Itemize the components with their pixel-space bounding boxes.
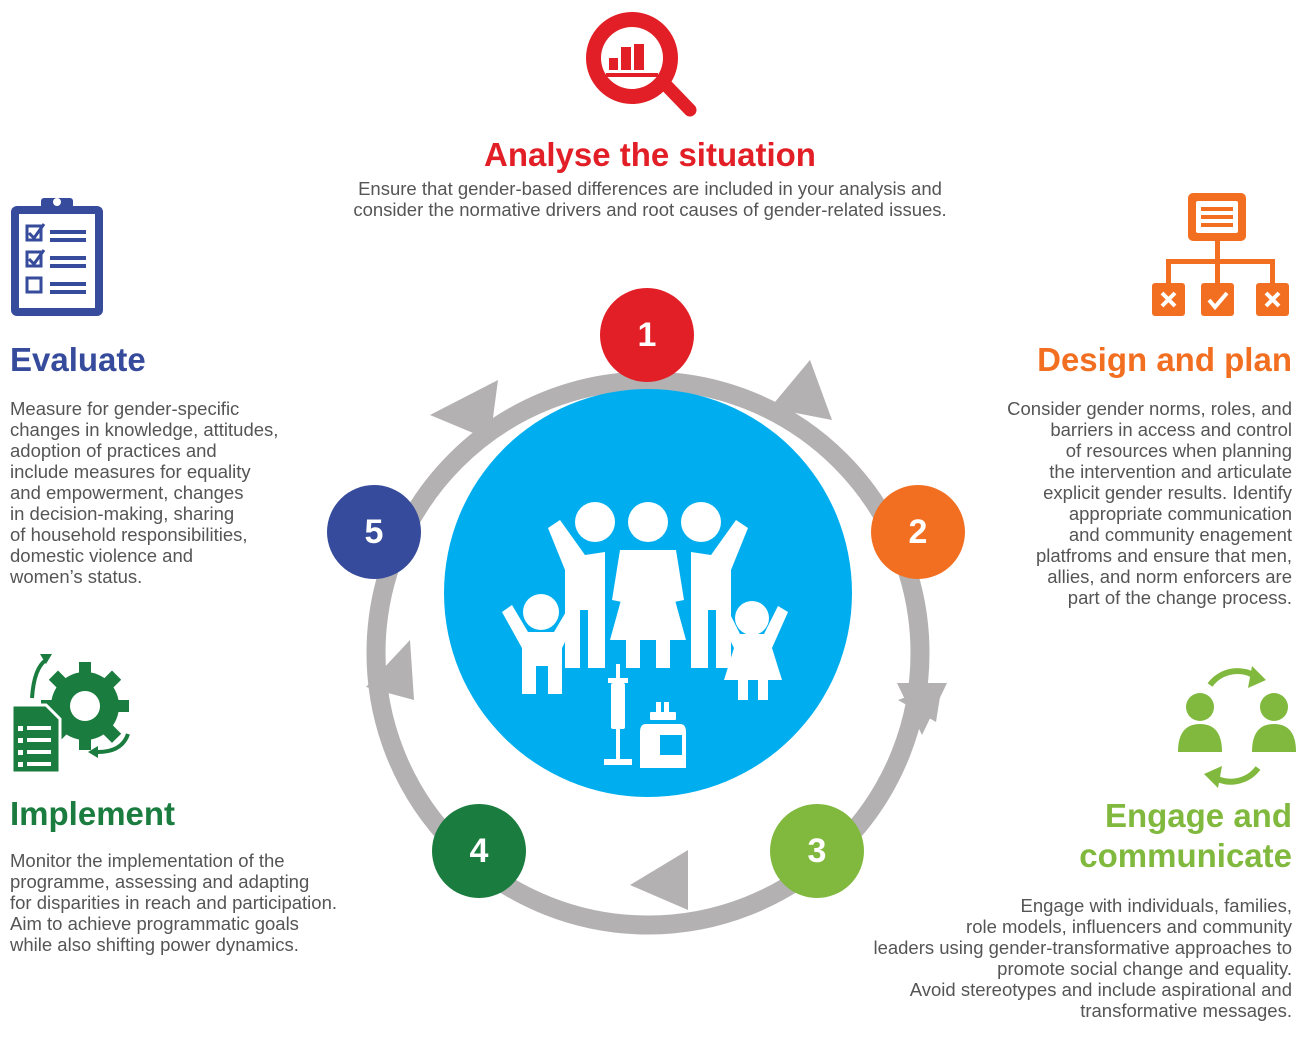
cycle-arrowhead <box>366 640 414 700</box>
description-line: the intervention and articulate <box>1049 461 1292 482</box>
description-line: barriers in access and control <box>1050 419 1292 440</box>
step-number-4: 4 <box>470 832 489 870</box>
step-number-1: 1 <box>638 316 657 354</box>
step-3-block: Engage and communicate Engage with indiv… <box>772 796 1292 1021</box>
step-node-4[interactable]: 4 <box>432 804 526 898</box>
description-line: part of the change process. <box>1067 587 1292 608</box>
description-line: for disparities in reach and participati… <box>10 892 338 913</box>
description-line: allies, and norm enforcers are <box>1047 566 1292 587</box>
description-line: while also shifting power dynamics. <box>10 934 299 955</box>
step-title-2: Design and plan <box>1037 341 1292 378</box>
description-line: Engage with individuals, families, <box>1020 895 1292 916</box>
cycle-arrowhead <box>897 683 947 735</box>
description-line: programme, assessing and adapting <box>10 871 310 892</box>
step-number-3: 3 <box>808 832 827 870</box>
description-line: consider the normative drivers and root … <box>353 199 947 220</box>
description-line: domestic violence and <box>10 545 194 566</box>
description-line: of household responsibilities, <box>10 524 248 545</box>
description-line: and empowerment, changes <box>10 482 244 503</box>
step-description-3: Engage with individuals, families, role … <box>772 895 1292 1021</box>
cycle-arrowhead <box>630 850 688 910</box>
step-5-block: Evaluate Measure for gender-specific cha… <box>10 341 330 587</box>
description-line: changes in knowledge, attitudes, <box>10 419 279 440</box>
description-line: appropriate communication <box>1068 503 1292 524</box>
step-number-2: 2 <box>909 513 928 551</box>
description-line: adoption of practices and <box>10 440 217 461</box>
description-line: explicit gender results. Identify <box>1043 482 1292 503</box>
title-line: Engage and <box>1104 797 1292 834</box>
step-title-1: Analyse the situation <box>484 136 816 173</box>
step-node-3[interactable]: 3 <box>770 804 864 898</box>
step-node-5[interactable]: 5 <box>327 485 421 579</box>
step-title-3: Engage and communicate <box>772 796 1292 876</box>
description-line: leaders using gender-transformative appr… <box>873 937 1292 958</box>
step-2-block: Design and plan Consider gender norms, r… <box>872 341 1292 608</box>
description-line: women’s status. <box>10 566 143 587</box>
description-line: include measures for equality <box>10 461 251 482</box>
step-description-1: Ensure that gender-based differences are… <box>300 178 1000 220</box>
description-line: role models, influencers and community <box>966 916 1292 937</box>
description-line: Monitor the implementation of the <box>10 850 285 871</box>
description-line: in decision-making, sharing <box>10 503 235 524</box>
step-4-block: Implement Monitor the implementation of … <box>10 795 410 955</box>
description-line: and community enagement <box>1068 524 1292 545</box>
cycle-arrowhead <box>430 380 498 440</box>
description-line: transformative messages. <box>1080 1000 1292 1021</box>
step-description-4: Monitor the implementation of the progra… <box>10 850 410 955</box>
description-line: promote social change and equality. <box>997 958 1292 979</box>
people-exchange-icon <box>1178 666 1296 788</box>
family-vaccine-icon <box>502 502 788 768</box>
description-line: Avoid stereotypes and include aspiration… <box>909 979 1292 1000</box>
description-line: of resources when planning <box>1065 440 1292 461</box>
step-number-5: 5 <box>365 513 384 551</box>
step-title-4: Implement <box>10 795 176 832</box>
title-line: communicate <box>1079 837 1292 874</box>
description-line: platfroms and ensure that men, <box>1035 545 1292 566</box>
step-node-1[interactable]: 1 <box>600 288 694 382</box>
step-1-block: Analyse the situation Ensure that gender… <box>300 136 1000 220</box>
decision-tree-icon <box>1152 193 1289 316</box>
step-title-5: Evaluate <box>10 341 146 378</box>
step-node-2[interactable]: 2 <box>871 485 965 579</box>
magnifier-chart-icon <box>586 12 697 117</box>
step-description-5: Measure for gender-specific changes in k… <box>10 398 330 587</box>
description-line: Consider gender norms, roles, and <box>1007 398 1292 419</box>
description-line: Ensure that gender-based differences are… <box>358 178 942 199</box>
description-line: Aim to achieve programmatic goals <box>10 913 299 934</box>
vial-label <box>660 735 682 755</box>
cycle-arrowhead <box>770 360 832 420</box>
description-line: Measure for gender-specific <box>10 398 240 419</box>
step-description-2: Consider gender norms, roles, and barrie… <box>872 398 1292 608</box>
document-gear-icon <box>10 654 130 775</box>
clipboard-checklist-icon <box>11 198 103 316</box>
